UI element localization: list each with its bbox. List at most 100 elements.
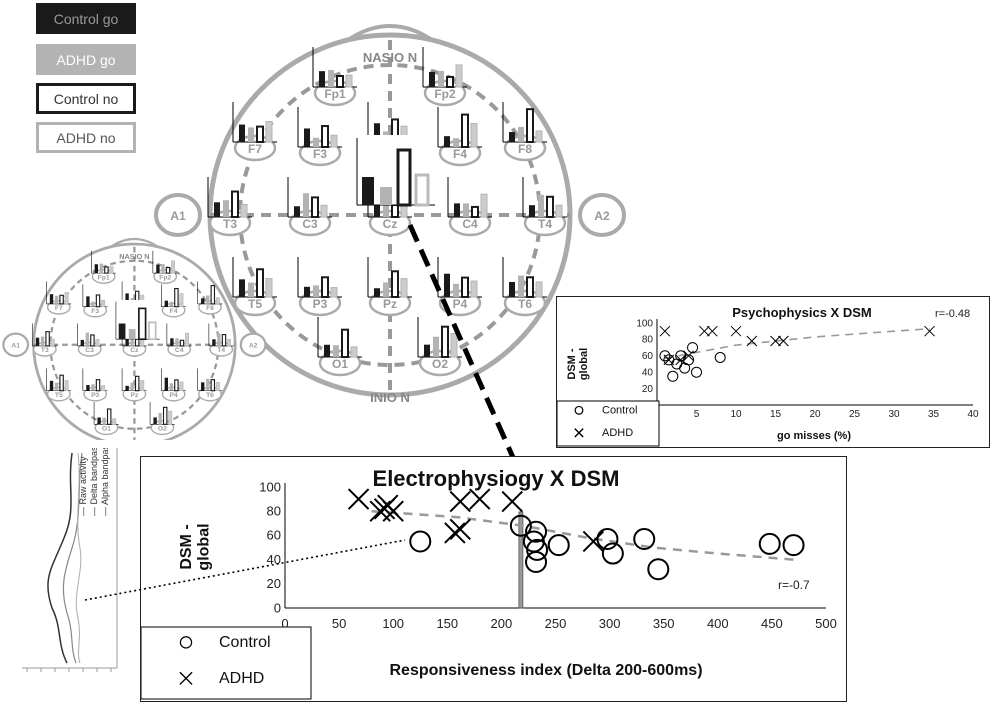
legend-adhd-no-label: ADHD no: [56, 129, 116, 146]
right-ear: [239, 332, 267, 358]
mini-bar-t3-0: [214, 202, 220, 217]
electrode-label-p4: P4: [453, 297, 468, 311]
mini-bar-o1-1: [333, 345, 339, 357]
mini-bar-f8-1: [518, 126, 524, 142]
x-tick-label: 5: [694, 409, 700, 420]
electrode-label-f3: F3: [91, 308, 99, 315]
y-tick-label: 40: [267, 552, 281, 567]
mini-bar-t3-1: [223, 200, 229, 217]
mini-bar-f7-0: [239, 124, 245, 142]
legend-control-marker: [179, 636, 193, 649]
mini-bar-fp2-3: [455, 64, 463, 88]
control-point: [683, 354, 695, 366]
control-point: [525, 520, 548, 543]
x-axis-label: go misses (%): [777, 430, 851, 442]
control-point: [525, 551, 548, 574]
mini-bar-cz-1: [383, 203, 389, 217]
cz-enlarged-chart: [355, 135, 435, 207]
cz-enlarged-bar-0: [362, 177, 374, 205]
x-tick-label: 100: [382, 616, 404, 631]
mini-bar-f8-1: [206, 295, 210, 304]
electrode-label-t4: T4: [538, 217, 552, 231]
mini-bar-fp2-0: [156, 264, 160, 274]
mini-bar-f3-3: [101, 299, 106, 308]
chart-title: Psychophysics X DSM: [732, 305, 871, 320]
electrode-label-t3: T3: [223, 217, 237, 231]
legend-adhd-go: ADHD go: [36, 44, 136, 75]
raw-trace: [47, 452, 73, 664]
control-point: [667, 370, 679, 382]
mini-bar-pz-3: [400, 278, 408, 298]
mini-bar-f8-2: [526, 108, 534, 143]
mini-bar-f4-2: [174, 288, 179, 308]
x-tick-label: 25: [849, 409, 861, 420]
mini-bar-f4-2: [461, 113, 469, 148]
control-point: [687, 342, 699, 354]
mini-bar-t6-0: [509, 281, 515, 297]
cz-enlarged-bar-2: [138, 307, 147, 341]
legend-label-control: Control: [602, 405, 637, 417]
electrode-label-a2: A2: [594, 209, 610, 223]
adhd-point: [683, 350, 694, 362]
chart-title: Electrophysiogy X DSM: [373, 466, 620, 491]
mini-bar-c3-1: [85, 332, 90, 346]
y-axis-label-line2: global: [578, 348, 590, 380]
legend-adhd-go-label: ADHD go: [56, 51, 116, 68]
electrode-label-cz: Cz: [383, 217, 398, 231]
mini-bar-f4-1: [169, 301, 174, 307]
mini-bar-f3-0: [86, 296, 90, 307]
legend-control-go-label: Control go: [53, 10, 119, 27]
mini-bar-p3-3: [330, 287, 338, 298]
legend-control-go: Control go: [36, 3, 136, 34]
threshold-line: [518, 511, 524, 609]
mini-bar-c4-1: [463, 203, 469, 217]
mini-bar-c4-0: [454, 203, 460, 217]
legend-label-adhd: ADHD: [219, 670, 264, 687]
electrode-label-a2: A2: [249, 343, 258, 350]
control-point: [601, 542, 624, 565]
correlation-annotation: r=-0.7: [778, 578, 810, 592]
electrode-label-cz: Cz: [130, 347, 139, 354]
head-top-label: NASIO N: [119, 252, 149, 261]
adhd-point: [706, 325, 718, 337]
electrode-label-a1: A1: [11, 343, 20, 350]
electrode-label-f7: F7: [248, 142, 262, 156]
mini-bar-c3-2: [311, 196, 319, 218]
electrode-label-pz: Pz: [130, 392, 138, 399]
chart-legend-box: [140, 626, 312, 700]
mini-bar-fp1-3: [109, 266, 114, 274]
adhd-point: [582, 530, 605, 553]
mini-bar-o1-3: [350, 346, 358, 358]
mini-bar-cz-2: [134, 338, 140, 347]
y-axis-label-line2: global: [196, 523, 213, 570]
mini-bar-o1-0: [97, 417, 101, 425]
mini-bar-p4-0: [444, 273, 450, 297]
electrode-label-f3: F3: [313, 147, 327, 161]
trend-line: [664, 327, 930, 360]
mini-bar-f7-0: [49, 294, 54, 304]
mini-bar-o2-0: [424, 344, 430, 357]
left-ear: [154, 193, 202, 237]
electrode-label-a1: A1: [170, 209, 186, 223]
x-tick-label: 50: [332, 616, 346, 631]
electrode-label-o1: O1: [102, 425, 111, 432]
cz-enlarged-bar-3: [148, 321, 157, 341]
electrode-label-fp1: Fp1: [98, 274, 110, 281]
mini-bar-c3-1: [303, 193, 309, 217]
electrode-label-f8: F8: [206, 305, 214, 312]
mini-bar-o2-2: [441, 325, 449, 359]
legend-control-marker: [574, 405, 584, 415]
mini-bar-c3-2: [90, 334, 95, 347]
mini-bar-t5-0: [239, 279, 245, 297]
mini-bar-c3-3: [320, 204, 328, 218]
electrode-label-p4: P4: [169, 392, 177, 399]
mini-bar-o2-3: [168, 410, 173, 425]
legend-control-no-label: Control no: [53, 90, 119, 107]
cz-enlarged-chart: [114, 300, 160, 341]
electrode-label-t5: T5: [248, 297, 262, 311]
mini-bar-t5-1: [54, 382, 59, 391]
legend-control-no: Control no: [36, 83, 136, 114]
trend-line: [371, 509, 794, 561]
